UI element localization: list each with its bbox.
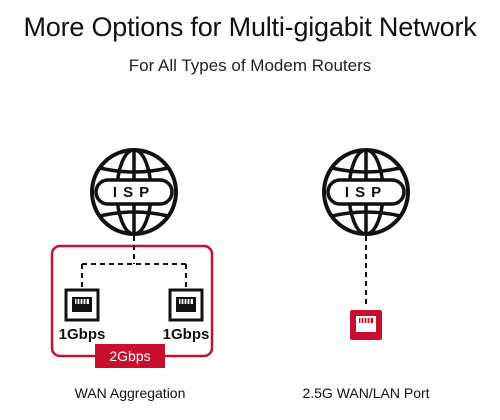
ethernet-port-icon-left [64,288,100,322]
caption-wan-aggregation: WAN Aggregation [74,385,186,401]
globe-icon-left: ISP [90,148,178,236]
ethernet-port-icon-2-5g [350,310,382,340]
ethernet-port-icon-right [168,288,204,322]
isp-label-left: ISP [113,184,155,201]
aggregation-links [81,236,187,288]
page-subtitle: For All Types of Modem Routers [128,56,372,75]
port-left-speed: 1Gbps [58,326,106,343]
page-title: More Options for Multi-gigabit Network [23,12,477,42]
isp-label-right: ISP [345,184,387,201]
aggregate-speed-badge: 2Gbps [95,344,165,368]
caption-2-5g-port: 2.5G WAN/LAN Port [302,385,430,401]
globe-icon-right: ISP [322,148,410,236]
port-right-speed: 1Gbps [162,326,210,343]
